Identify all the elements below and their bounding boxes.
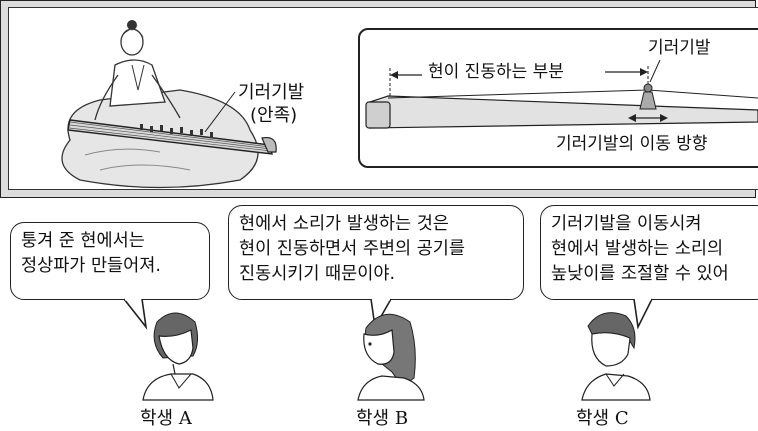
student-c-label: 학생 C <box>576 408 629 429</box>
student-b-figure <box>357 313 425 401</box>
speech-a-line-1: 퉁겨 준 현에서는 <box>21 231 145 251</box>
student-a-figure <box>142 312 214 401</box>
speech-bubble-a: 퉁겨 준 현에서는 정상파가 만들어져. <box>10 222 210 300</box>
movement-direction-label: 기러기발의 이동 방향 <box>556 134 708 154</box>
left-bridge-label: 기러기발 <box>238 82 305 103</box>
speech-c-line-2: 현에서 발생하는 소리의 <box>551 239 724 259</box>
student-c-figure <box>581 312 651 401</box>
student-a-label: 학생 A <box>140 408 192 429</box>
student-b-label: 학생 B <box>356 408 409 429</box>
speech-b-line-3: 진동시키기 때문이야. <box>239 264 396 284</box>
string-diagram-box <box>358 28 758 168</box>
string-diagram <box>365 59 758 129</box>
speech-a-line-2: 정상파가 만들어져. <box>21 256 161 276</box>
speech-b-line-1: 현에서 소리가 발생하는 것은 <box>239 214 449 234</box>
speech-b-line-2: 현이 진동하면서 주변의 공기를 <box>239 239 465 259</box>
speech-bubble-c: 기러기발을 이동시켜 현에서 발생하는 소리의 높낮이를 조절할 수 있어 <box>540 205 758 300</box>
left-bridge-sublabel: (안족) <box>250 105 298 126</box>
speech-bubble-c-tail <box>633 297 653 330</box>
gayageum-player-illustration <box>61 20 277 189</box>
speech-bubble-b: 현에서 소리가 발생하는 것은 현이 진동하면서 주변의 공기를 진동시키기 때… <box>228 205 524 300</box>
vibrating-part-label: 현이 진동하는 부분 <box>428 62 564 82</box>
speech-c-line-1: 기러기발을 이동시켜 <box>551 214 702 234</box>
speech-c-line-3: 높낮이를 조절할 수 있어 <box>551 264 729 284</box>
diagram-bridge-label: 기러기발 <box>648 38 711 58</box>
speech-bubble-a-tail <box>123 297 148 330</box>
